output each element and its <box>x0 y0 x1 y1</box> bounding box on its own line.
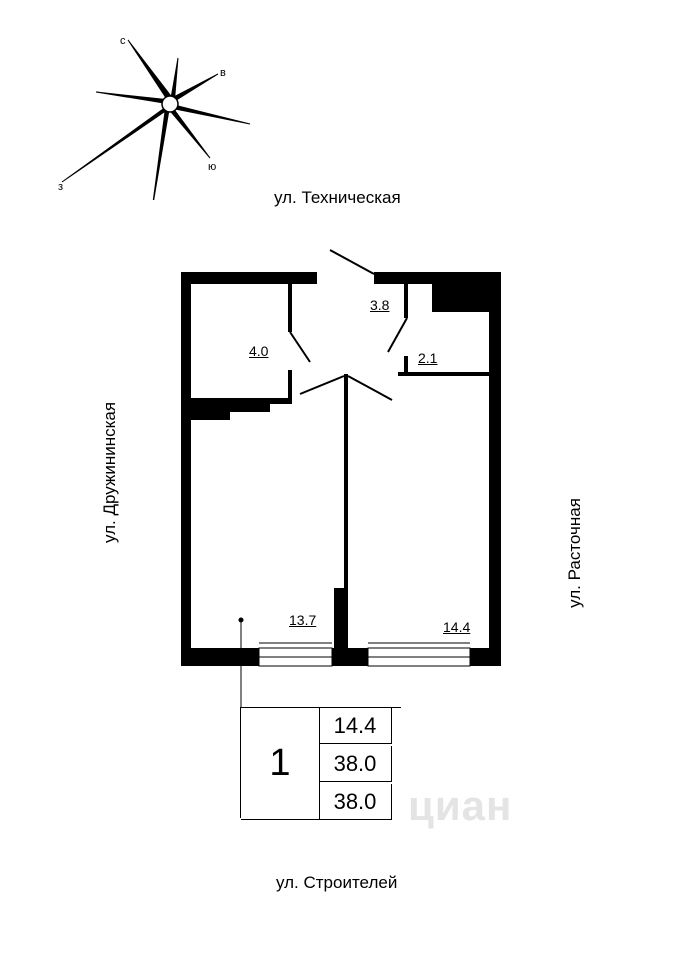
compass-south-label: ю <box>208 161 216 173</box>
compass-north-label: с <box>120 35 126 47</box>
street-label-bottom: ул. Строителей <box>276 873 398 892</box>
room-area-bedroom: 14.4 <box>443 619 471 635</box>
room-area-bathroom: 4.0 <box>249 343 269 359</box>
room-area-hall: 3.8 <box>370 297 390 313</box>
total-area-balcony-value: 38.0 <box>319 784 392 820</box>
watermark-logo: циан <box>408 782 513 829</box>
apartment-info-table: 1 14.4 38.0 38.0 <box>240 707 401 820</box>
compass-east-label: в <box>220 67 226 79</box>
rooms-count: 1 <box>241 708 320 820</box>
street-label-top: ул. Техническая <box>274 188 401 207</box>
total-area-value: 38.0 <box>319 746 392 782</box>
compass-west-label: з <box>58 181 63 193</box>
room-area-kitchen: 13.7 <box>289 612 317 628</box>
compass-rose-icon: с в ю з <box>58 35 251 200</box>
room-area-storage: 2.1 <box>418 350 438 366</box>
living-area-value: 14.4 <box>319 708 392 744</box>
